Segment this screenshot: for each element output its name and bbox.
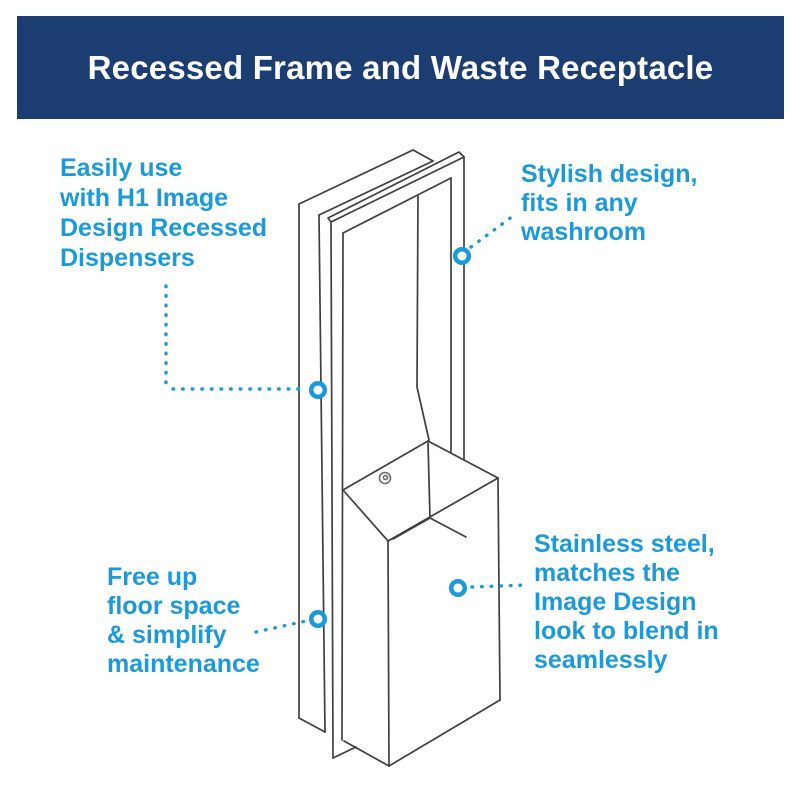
waste-receptacle-drawing [342, 440, 501, 767]
callout-free-up-floor-space: Free up floor space & simplify maintenan… [107, 563, 260, 678]
dispenser-panel-drawing [416, 195, 430, 441]
page-title: Recessed Frame and Waste Receptacle [87, 48, 714, 86]
front-frame-drawing [327, 151, 465, 759]
callout-stylish-design: Stylish design, fits in any washroom [521, 160, 698, 246]
lock-keyhole-icon [382, 474, 389, 481]
callout-stainless-steel: Stainless steel, matches the Image Desig… [534, 530, 719, 674]
marker-dispensers [308, 380, 328, 400]
callout-leaders [164, 214, 529, 634]
marker-stylish-design [452, 246, 472, 266]
title-bar: Recessed Frame and Waste Receptacle [17, 16, 784, 119]
leader-line-stylish-design [469, 214, 515, 249]
leader-line-floor-space [254, 619, 308, 634]
callout-easily-use: Easily use with H1 Image Design Recessed… [60, 154, 268, 272]
marker-floor-space [308, 609, 328, 629]
marker-stainless-steel [448, 578, 468, 598]
recessed-housing-drawing [298, 149, 434, 733]
leader-line-dispensers [164, 284, 307, 391]
leader-line-stainless-steel [470, 583, 529, 589]
